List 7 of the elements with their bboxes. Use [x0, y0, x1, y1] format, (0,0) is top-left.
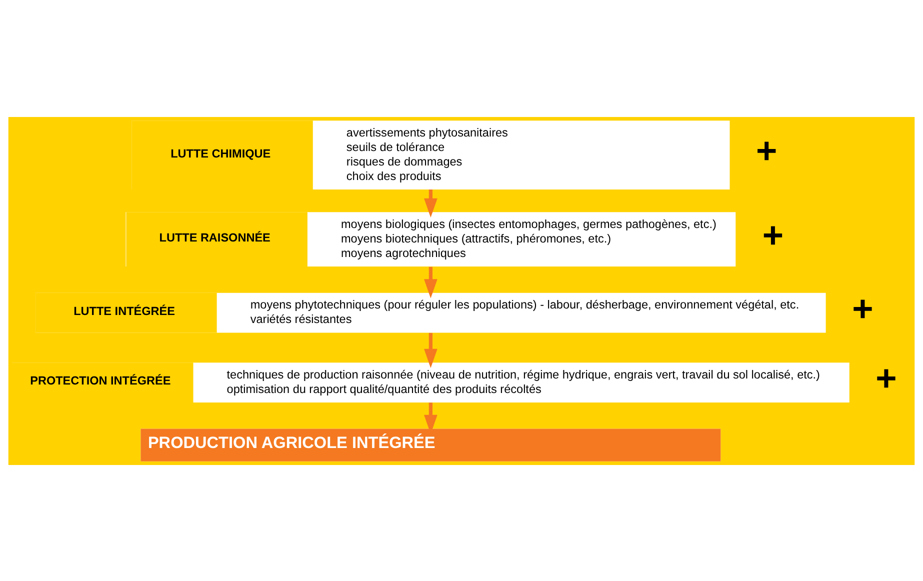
label: + — [756, 130, 778, 171]
label: + — [852, 287, 874, 328]
arrow — [424, 266, 438, 298]
arrow — [424, 189, 438, 217]
arrow — [424, 332, 438, 368]
label: + — [876, 357, 897, 398]
label: + — [762, 214, 784, 255]
